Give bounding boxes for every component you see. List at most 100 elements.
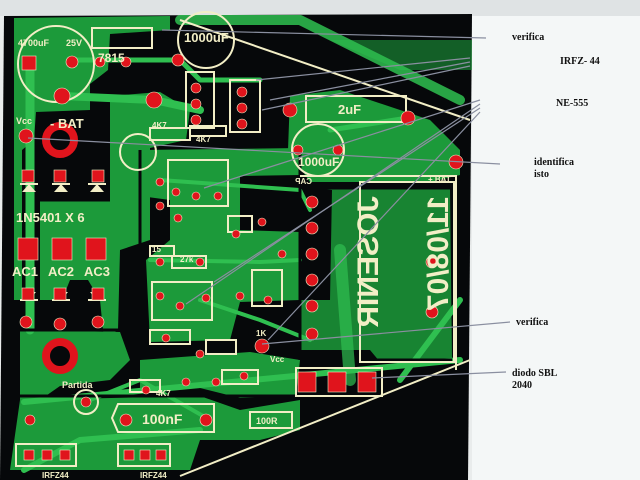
pad: [190, 82, 202, 94]
ic-irfz-outline: [185, 71, 215, 129]
label-vcc-b: Vcc: [270, 355, 285, 364]
callout-lines: [27, 29, 511, 379]
pad: [53, 87, 71, 105]
callout-diodo-sbl: diodo SBL: [512, 368, 558, 379]
pointer-diodo: [371, 371, 507, 379]
ic-small-c-outline: [227, 215, 253, 233]
pointer-ne555-1: [203, 99, 481, 189]
pad: [53, 287, 67, 301]
callout-identifica-isto: isto: [534, 169, 549, 180]
pad: [327, 371, 347, 393]
pad: [305, 247, 319, 261]
label-mirror-date: 11/08/07: [422, 196, 455, 311]
pad: [254, 338, 270, 354]
silkscreen: [15, 11, 471, 477]
pad: [141, 385, 151, 395]
res-15-outline: [149, 245, 175, 257]
callout-identifica: identifica: [534, 157, 574, 168]
pad: [236, 86, 248, 98]
pad: [91, 287, 105, 301]
pad: [17, 237, 39, 261]
label-bat-plus: + BAT: [428, 175, 451, 184]
board-outline-diagonal-top: [179, 19, 471, 121]
pad: [139, 449, 151, 461]
mirror-text-frame: [359, 181, 455, 363]
label-irfz-bottom-b: IRFZ44: [140, 471, 167, 480]
pad: [42, 338, 78, 374]
pad: [257, 217, 267, 227]
pad: [195, 349, 205, 359]
pointer-irfz-1: [255, 57, 471, 81]
pointer-irfz-2: [269, 61, 471, 101]
pad: [119, 413, 133, 427]
callout-verifica-mid: verifica: [516, 317, 549, 328]
pad: [23, 449, 35, 461]
irfz-bottom-b-outline: [117, 443, 171, 467]
diode-symbol-1: [22, 184, 36, 192]
label-cap-25v: 25V: [66, 38, 82, 48]
pad: [41, 449, 53, 461]
ic-lower-outline: [151, 281, 213, 321]
ic-ne555-top-outline: [229, 79, 261, 133]
res-27k-outline: [171, 255, 207, 269]
ic-center-outline: [167, 159, 229, 207]
label-4k7-b: 4K7: [196, 135, 211, 144]
pad: [297, 371, 317, 393]
ic-small-g-outline: [149, 329, 191, 345]
pad: [235, 291, 245, 301]
pad: [123, 449, 135, 461]
pad: [211, 377, 221, 387]
label-diodes: 1N5401 X 6: [16, 210, 85, 225]
label-res-1k: 1K: [256, 329, 266, 338]
pointer-irfz-3: [261, 65, 471, 111]
isolation-gaps: [20, 148, 452, 398]
window-top-strip: [0, 0, 640, 16]
pad: [65, 55, 79, 69]
label-cap-1000-mid: 1000uF: [298, 155, 339, 169]
pad: [18, 128, 34, 144]
pointer-identifica: [27, 137, 501, 165]
pad: [425, 305, 439, 319]
irfz-bottom-a-outline: [15, 443, 77, 467]
label-ac2: AC2: [48, 264, 74, 279]
pad: [80, 396, 92, 408]
label-irfz-bottom-a: IRFZ44: [42, 471, 69, 480]
pad: [94, 56, 106, 68]
pad: [53, 317, 67, 331]
diode-sbl-outline: [295, 367, 383, 397]
board-outline-right: [300, 175, 457, 370]
pad: [51, 237, 73, 261]
callout-verifica-top: verifica: [512, 32, 545, 43]
label-partida: Partida: [62, 380, 94, 390]
res-4k7-b-outline: [189, 125, 227, 137]
pad: [155, 257, 165, 267]
pad: [53, 169, 67, 183]
pad: [199, 413, 213, 427]
diode-symbol-2: [54, 184, 68, 192]
label-cap-2u: 2uF: [338, 102, 361, 117]
pad: [21, 287, 35, 301]
cap-2u-outline: [305, 95, 407, 123]
label-cap-100n: 100nF: [142, 411, 183, 427]
pointer-verifica-mid: [261, 321, 511, 345]
pad: [236, 102, 248, 114]
pad: [277, 249, 287, 259]
label-ac1: AC1: [12, 264, 38, 279]
pad: [305, 273, 319, 287]
pad: [213, 191, 223, 201]
pad: [173, 213, 183, 223]
pad: [239, 371, 249, 381]
label-cap-1000-top: 1000uF: [184, 30, 229, 45]
label-mirror-name: JOSENIR: [352, 196, 385, 328]
ic-small-d-outline: [205, 339, 237, 355]
label-res-15: 15: [152, 245, 161, 254]
callout-ne555: NE-555: [556, 98, 589, 109]
reg-7815-outline: [91, 27, 153, 49]
cap-4700-outline: [17, 25, 95, 103]
pad: [305, 221, 319, 235]
pad: [175, 301, 185, 311]
pad: [190, 98, 202, 110]
partida-outline: [73, 389, 99, 415]
label-ac3: AC3: [84, 264, 110, 279]
